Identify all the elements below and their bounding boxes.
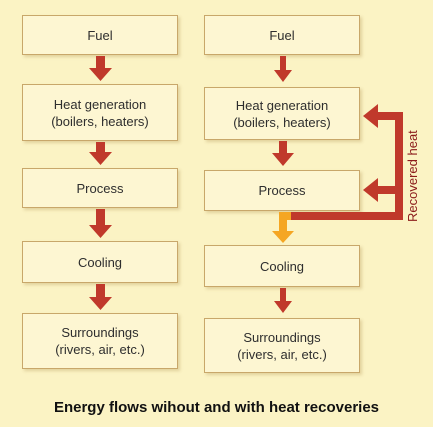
right-surroundings-box: Surroundings (rivers, air, etc.): [204, 318, 360, 373]
left-arrow-process-to-cooling: [89, 209, 112, 238]
right-cooling-box: Cooling: [204, 245, 360, 287]
left-heat-generation-sublabel: (boilers, heaters): [51, 113, 149, 129]
right-surroundings-label: Surroundings: [243, 329, 321, 345]
left-cooling-label: Cooling: [77, 254, 123, 270]
right-heat-generation-label: Heat generation: [235, 97, 329, 113]
left-heat-generation-label: Heat generation: [53, 96, 147, 112]
left-process-box: Process: [22, 168, 178, 208]
right-fuel-box: Fuel: [204, 15, 360, 55]
right-surroundings-sublabel: (rivers, air, etc.): [237, 346, 327, 362]
right-arrow-heat-to-process: [272, 141, 294, 166]
recovered-heat-label: Recovered heat: [405, 130, 420, 222]
left-arrow-cooling-to-surroundings: [89, 284, 112, 310]
left-surroundings-sublabel: (rivers, air, etc.): [55, 342, 145, 357]
left-arrow-heat-to-process: [89, 142, 112, 165]
left-surroundings-label: Surroundings: [61, 325, 139, 340]
left-process-label: Process: [76, 180, 124, 196]
left-cooling-box: Cooling: [22, 241, 178, 283]
right-process-label: Process: [258, 183, 306, 198]
left-fuel-box: Fuel: [22, 15, 178, 55]
left-heat-generation-box: Heat generation (boilers, heaters): [22, 84, 178, 141]
right-heat-generation-sublabel: (boilers, heaters): [233, 114, 331, 130]
right-fuel-label: Fuel: [269, 27, 295, 43]
left-surroundings-box: Surroundings (rivers, air, etc.): [22, 313, 178, 369]
right-heat-generation-box: Heat generation (boilers, heaters): [204, 87, 360, 140]
cooling-arrow-orange: [272, 212, 294, 243]
diagram-caption: Energy flows wihout and with heat recove…: [53, 399, 380, 416]
right-cooling-label: Cooling: [259, 258, 305, 274]
right-process-box: Process: [204, 170, 360, 211]
left-fuel-label: Fuel: [87, 27, 113, 43]
recovered-heat-loop: [291, 104, 403, 220]
right-arrow-fuel-to-heat: [274, 56, 292, 82]
left-arrow-fuel-to-heat: [89, 56, 112, 81]
right-arrow-cooling-to-surroundings: [274, 288, 292, 313]
